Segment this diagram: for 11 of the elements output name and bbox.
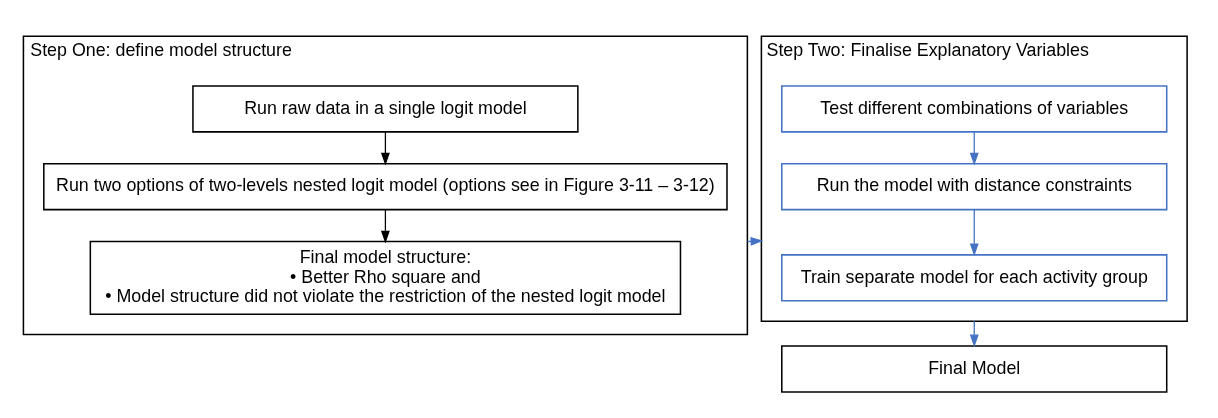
arrow xyxy=(380,131,390,166)
node-box: Train separate model for each activity group xyxy=(781,254,1168,302)
node-box: Run two options of two-levels nested logit model (options see in Figure 3-11 – 3-12) xyxy=(43,163,728,211)
node-box: Final Model xyxy=(781,345,1168,393)
arrow xyxy=(969,209,979,257)
node-box: Final model structure: • Better Rho square and • Model structure did not violate the restriction of the nested logit model xyxy=(89,240,682,315)
node-box: Test different combinations of variables xyxy=(781,85,1168,133)
arrow xyxy=(969,131,979,166)
arrow xyxy=(380,209,390,244)
node-box: Run the model with distance constraints xyxy=(781,163,1168,211)
node-box: Run raw data in a single logit model xyxy=(192,85,579,133)
